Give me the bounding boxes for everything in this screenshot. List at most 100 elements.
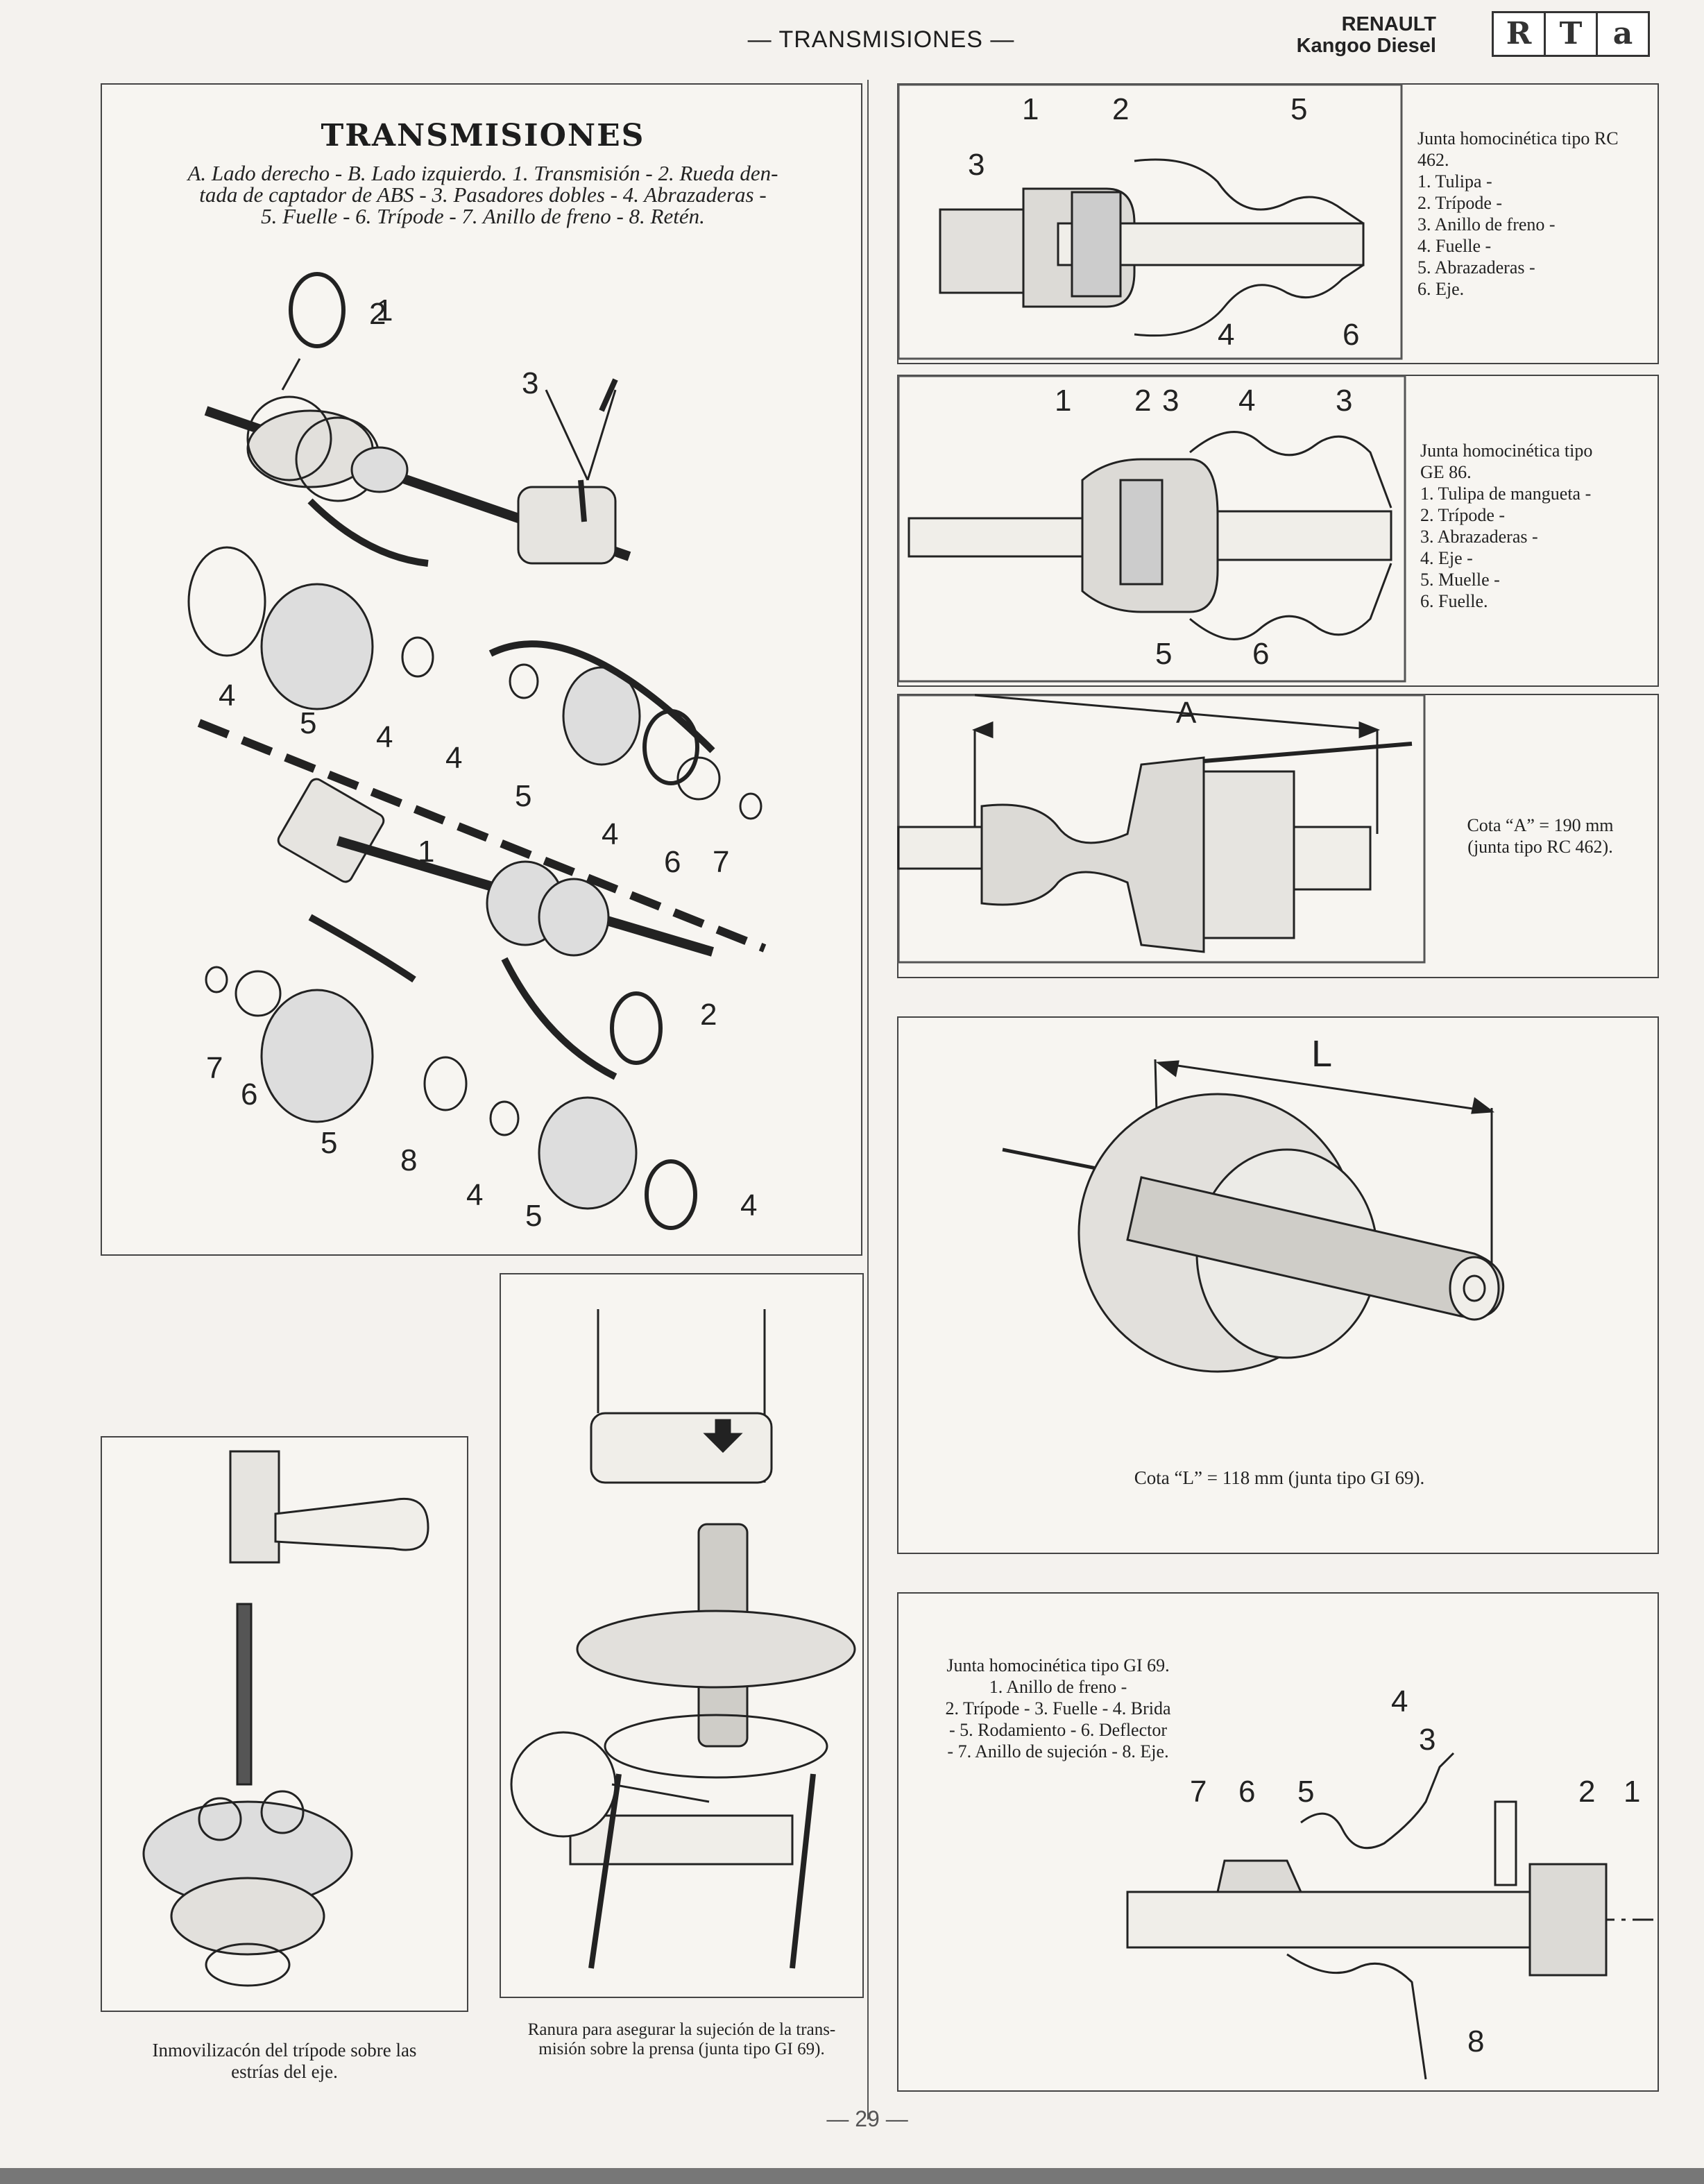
brand-line-1: RENAULT — [1341, 13, 1436, 35]
label-4-clamp-c: 4 — [445, 741, 462, 775]
main-caption-line-2: tada de captador de ABS - 3. Pasadores d… — [199, 182, 767, 207]
cota-a-caption-line-1: Cota “A” = 190 mm — [1467, 815, 1614, 835]
label-5-boot-c: 5 — [321, 1126, 337, 1160]
main-caption-line-3: 5. Fuelle - 6. Trípode - 7. Anillo de fr… — [261, 204, 705, 228]
label-7-brake-ring-lower: 7 — [206, 1051, 223, 1085]
rc462-label-1: 1 — [1022, 92, 1039, 126]
cota-a-dimension-label: A — [1176, 696, 1197, 730]
gi69-caption-line: - 5. Rodamiento - 6. Deflector — [948, 1720, 1168, 1740]
gi69-label-2: 2 — [1578, 1775, 1595, 1809]
label-7-brake-ring-upper: 7 — [713, 845, 729, 879]
rc462-caption: Junta homocinética tipo RC 462. 1. Tulip… — [1417, 128, 1657, 300]
gi69-caption: Junta homocinética tipo GI 69. 1. Anillo… — [916, 1655, 1200, 1762]
label-5-boot-a: 5 — [300, 706, 316, 740]
logo-letter-t: T — [1546, 13, 1598, 55]
gi69-label-3: 3 — [1419, 1723, 1435, 1757]
press-groove-figure — [500, 1273, 864, 1998]
press-caption-line-2: misión sobre la prensa (junta tipo GI 69… — [538, 2040, 825, 2058]
label-8-seal: 8 — [400, 1143, 417, 1177]
label-2-abs-ring-upper: 2 — [369, 297, 386, 331]
press-drawing — [510, 1309, 856, 1969]
label-4-clamp-e: 4 — [466, 1178, 483, 1212]
ge86-label-5: 5 — [1155, 637, 1172, 671]
label-3-pins: 3 — [522, 366, 538, 400]
gi69-label-8: 8 — [1467, 2024, 1484, 2058]
label-4-clamp-d: 4 — [602, 817, 618, 851]
rc462-label-5: 5 — [1290, 92, 1307, 126]
rc462-joint-figure: 1 2 3 4 5 6 Junta homocinética tipo RC 4… — [897, 83, 1659, 364]
gi69-section-drawing: 4 3 7 6 5 2 1 8 — [1126, 1684, 1655, 2080]
label-5-boot-b: 5 — [515, 779, 531, 813]
label-2-abs-ring-lower: 2 — [700, 998, 717, 1032]
ge86-caption-line: GE 86. — [1420, 462, 1472, 482]
cota-a-drawing: A — [897, 694, 1426, 964]
brand-line-2: Kangoo Diesel — [1296, 35, 1436, 57]
cota-a-caption: Cota “A” = 190 mm (junta tipo RC 462). — [1426, 814, 1655, 858]
ge86-label-2: 2 — [1134, 384, 1151, 418]
ge86-caption: Junta homocinética tipo GE 86. 1. Tulipa… — [1420, 440, 1656, 612]
main-figure-title: TRANSMISIONES — [321, 118, 645, 153]
gi69-caption-line: - 7. Anillo de sujeción - 8. Eje. — [947, 1741, 1169, 1761]
main-figure-caption: A. Lado derecho - B. Lado izquierdo. 1. … — [102, 162, 864, 227]
ge86-caption-line: 5. Muelle - — [1420, 570, 1500, 590]
rc462-caption-line: 4. Fuelle - — [1417, 236, 1492, 256]
cota-l-drawing: L — [1002, 1033, 1505, 1373]
rta-logo: R T a — [1492, 11, 1650, 57]
cota-a-figure: A Cota “A” = 190 mm (junta tipo RC 462). — [897, 694, 1659, 978]
logo-letter-r: R — [1494, 13, 1546, 55]
cota-l-caption: Cota “L” = 118 mm (junta tipo GI 69). — [1134, 1467, 1425, 1488]
rc462-label-3: 3 — [968, 148, 985, 182]
ge86-caption-line: Junta homocinética tipo — [1420, 441, 1593, 461]
ge86-label-4: 4 — [1238, 384, 1255, 418]
cota-l-figure: L Cota “L” = 118 mm (junta tipo GI 69). — [897, 1016, 1659, 1554]
scan-edge-band — [0, 2168, 1704, 2184]
press-caption-line-1: Ranura para asegurar la sujeción de la t… — [527, 2020, 836, 2039]
cota-a-caption-line-2: (junta tipo RC 462). — [1467, 837, 1613, 857]
gi69-joint-figure: 4 3 7 6 5 2 1 8 Junta homocinética tipo … — [897, 1592, 1659, 2092]
ge86-label-3-a: 3 — [1162, 384, 1179, 418]
label-1-lower-shaft: 1 — [418, 835, 434, 869]
ge86-section-drawing: 1 2 3 4 3 5 6 — [897, 375, 1406, 683]
exploded-drivetrain-drawing: 1 2 3 4 5 4 4 5 4 6 7 1 2 7 6 5 8 4 5 4 — [187, 272, 767, 1233]
rc462-caption-line: 3. Anillo de freno - — [1417, 214, 1556, 234]
tripod-immobilization-figure — [101, 1436, 468, 2012]
gi69-caption-line: 1. Anillo de freno - — [989, 1677, 1127, 1697]
gi69-label-5: 5 — [1297, 1775, 1314, 1809]
cota-l-dimension-label: L — [1311, 1033, 1332, 1075]
ge86-caption-line: 2. Trípode - — [1420, 505, 1506, 525]
brand-block: RENAULT Kangoo Diesel — [1263, 14, 1436, 57]
tripod-caption-line-2: estrías del eje. — [231, 2061, 338, 2082]
label-4-clamp-a: 4 — [219, 679, 235, 713]
tripod-caption-line-1: Inmovilizacón del trípode sobre las — [152, 2040, 417, 2061]
label-5-boot-d: 5 — [525, 1199, 542, 1233]
gi69-label-6: 6 — [1238, 1775, 1255, 1809]
gi69-caption-line: Junta homocinética tipo GI 69. — [946, 1655, 1170, 1675]
rc462-label-2: 2 — [1112, 92, 1129, 126]
ge86-caption-line: 1. Tulipa de mangueta - — [1420, 484, 1592, 504]
rc462-label-4: 4 — [1218, 318, 1234, 352]
hammer-punch-drawing — [142, 1450, 429, 1987]
ge86-caption-line: 4. Eje - — [1420, 548, 1473, 568]
ge86-caption-line: 6. Fuelle. — [1420, 591, 1488, 611]
gi69-caption-line: 2. Trípode - 3. Fuelle - 4. Brida — [945, 1698, 1171, 1718]
ge86-joint-figure: 1 2 3 4 3 5 6 Junta homocinética tipo GE… — [897, 375, 1659, 687]
page-number: — 29 — — [826, 2106, 908, 2131]
rc462-caption-line: 5. Abrazaderas - — [1417, 257, 1535, 278]
rc462-caption-line: 1. Tulipa - — [1417, 171, 1492, 191]
rc462-caption-line: 6. Eje. — [1417, 279, 1465, 299]
column-divider — [867, 80, 869, 2119]
ge86-label-6: 6 — [1252, 637, 1269, 671]
logo-letter-a: a — [1612, 16, 1633, 51]
label-6-tripod-lower: 6 — [241, 1077, 257, 1111]
rc462-section-drawing: 1 2 3 4 5 6 — [897, 83, 1403, 360]
section-title: — TRANSMISIONES — — [747, 26, 1015, 53]
ge86-label-3-b: 3 — [1336, 384, 1352, 418]
gi69-label-7: 7 — [1190, 1775, 1207, 1809]
label-4-clamp-f: 4 — [740, 1188, 757, 1222]
ge86-caption-line: 3. Abrazaderas - — [1420, 527, 1538, 547]
ge86-label-1: 1 — [1055, 384, 1071, 418]
rc462-caption-line: 2. Trípode - — [1417, 193, 1503, 213]
rc462-caption-line: Junta homocinética tipo RC — [1417, 128, 1619, 148]
tripod-caption: Inmovilizacón del trípode sobre las estr… — [101, 2040, 468, 2083]
rc462-caption-line: 462. — [1417, 150, 1449, 170]
